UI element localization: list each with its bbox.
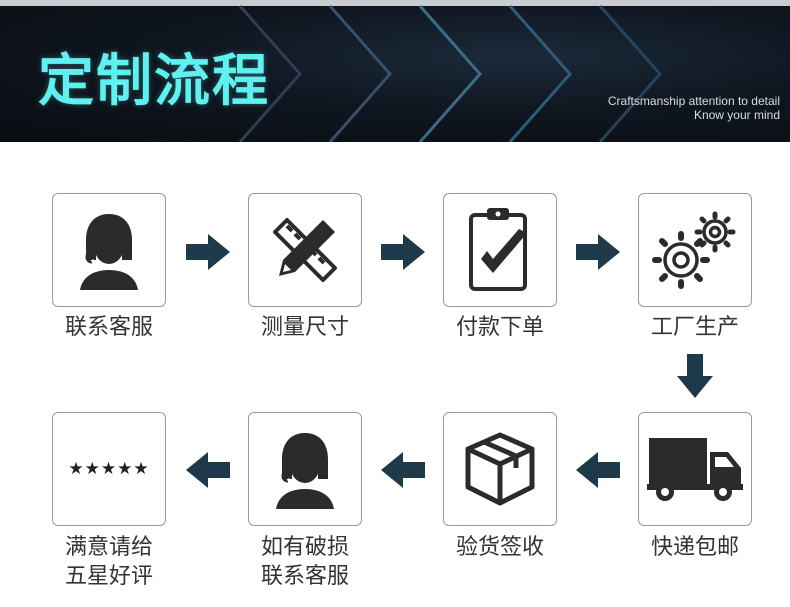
clipboard-check-icon <box>469 208 527 291</box>
step-measure-box <box>248 193 362 307</box>
gears-icon <box>652 211 736 289</box>
step-review-label-line-2: 五星好评 <box>64 564 153 589</box>
header-banner: 定制流程 Craftsmanship attention to detail K… <box>0 0 790 142</box>
step-contact-service-label: 联系客服 <box>64 315 153 340</box>
arrow-right-icon <box>186 234 230 270</box>
step-review-box: ★★★★★ <box>52 412 166 526</box>
step-inspect-sign-box <box>443 412 557 526</box>
arrow-left-icon <box>576 452 620 488</box>
step-payment-box <box>443 193 557 307</box>
customer-service-icon <box>80 214 138 290</box>
step-damage-contact-box <box>248 412 362 526</box>
page-title: 定制流程 <box>38 49 270 114</box>
step-payment-label: 付款下单 <box>455 315 544 340</box>
arrow-right-icon <box>576 234 620 270</box>
arrow-left-icon <box>381 452 425 488</box>
arrow-left-icon <box>186 452 230 488</box>
step-damage-contact-label-line-2: 联系客服 <box>260 564 349 589</box>
ruler-pencil-icon <box>273 218 337 282</box>
step-contact-service-box <box>52 193 166 307</box>
step-measure-label: 测量尺寸 <box>260 315 349 340</box>
chevron-decoration <box>238 5 663 142</box>
banner-subtitle: Craftsmanship attention to detail Know y… <box>608 94 780 122</box>
package-box-icon <box>465 432 535 506</box>
arrow-right-icon <box>381 234 425 270</box>
banner-top-line <box>0 0 790 6</box>
step-delivery-label: 快递包邮 <box>650 535 739 560</box>
step-inspect-sign-label: 验货签收 <box>455 535 544 560</box>
customer-service-icon <box>276 433 334 509</box>
step-review-label: 满意请给 五星好评 <box>29 533 189 591</box>
step-delivery-box <box>638 412 752 526</box>
arrow-down-icon <box>677 354 713 398</box>
five-stars-icon: ★★★★★ <box>68 459 150 479</box>
step-factory-box <box>638 193 752 307</box>
subtitle-line-2: Know your mind <box>693 108 780 122</box>
subtitle-line-1: Craftsmanship attention to detail <box>607 94 780 108</box>
step-factory-label: 工厂生产 <box>650 315 739 340</box>
step-damage-contact-label-line-1: 如有破损 <box>260 535 349 560</box>
step-damage-contact-label: 如有破损 联系客服 <box>225 533 385 591</box>
step-review-label-line-1: 满意请给 <box>64 535 153 560</box>
delivery-truck-icon <box>647 438 743 501</box>
